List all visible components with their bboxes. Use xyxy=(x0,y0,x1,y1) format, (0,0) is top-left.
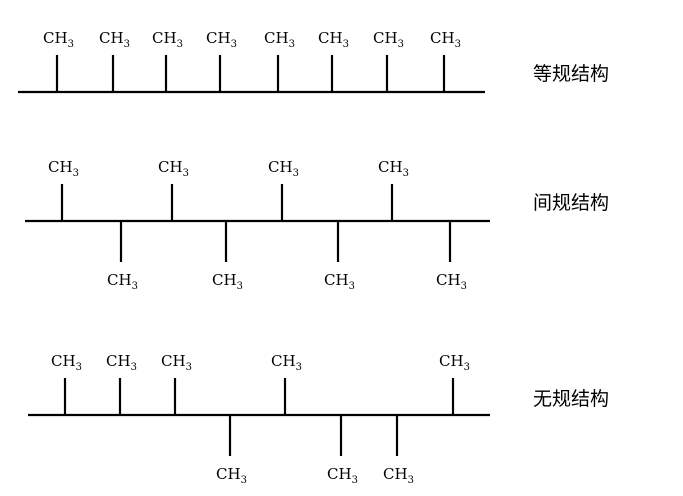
methyl-label: CH3 xyxy=(161,352,192,373)
methyl-substituent: CH3 xyxy=(51,352,82,415)
methyl-label: CH3 xyxy=(99,29,130,50)
methyl-label: CH3 xyxy=(383,465,414,486)
methyl-label: CH3 xyxy=(378,158,409,179)
structure-title: 无规结构 xyxy=(533,388,609,410)
methyl-label: CH3 xyxy=(51,352,82,373)
methyl-substituent: CH3 xyxy=(43,29,74,92)
methyl-substituent: CH3 xyxy=(324,221,355,292)
methyl-substituent: CH3 xyxy=(152,29,183,92)
methyl-substituent: CH3 xyxy=(161,352,192,415)
methyl-label: CH3 xyxy=(436,271,467,292)
methyl-substituent: CH3 xyxy=(106,352,137,415)
methyl-substituent: CH3 xyxy=(99,29,130,92)
methyl-substituent: CH3 xyxy=(439,352,470,415)
methyl-substituent: CH3 xyxy=(373,29,404,92)
methyl-label: CH3 xyxy=(158,158,189,179)
methyl-substituent: CH3 xyxy=(318,29,349,92)
methyl-label: CH3 xyxy=(439,352,470,373)
methyl-substituent: CH3 xyxy=(107,221,138,292)
methyl-substituent: CH3 xyxy=(212,221,243,292)
methyl-substituent: CH3 xyxy=(430,29,461,92)
methyl-label: CH3 xyxy=(206,29,237,50)
methyl-label: CH3 xyxy=(373,29,404,50)
methyl-label: CH3 xyxy=(327,465,358,486)
methyl-label: CH3 xyxy=(152,29,183,50)
methyl-label: CH3 xyxy=(43,29,74,50)
methyl-substituent: CH3 xyxy=(327,415,358,486)
methyl-label: CH3 xyxy=(271,352,302,373)
methyl-substituent: CH3 xyxy=(378,158,409,221)
methyl-substituent: CH3 xyxy=(216,415,247,486)
methyl-substituent: CH3 xyxy=(158,158,189,221)
methyl-label: CH3 xyxy=(216,465,247,486)
methyl-substituent: CH3 xyxy=(206,29,237,92)
methyl-label: CH3 xyxy=(318,29,349,50)
methyl-label: CH3 xyxy=(324,271,355,292)
methyl-substituent: CH3 xyxy=(264,29,295,92)
methyl-label: CH3 xyxy=(264,29,295,50)
structure-title: 间规结构 xyxy=(533,192,609,214)
structure-title: 等规结构 xyxy=(533,63,609,85)
methyl-label: CH3 xyxy=(107,271,138,292)
methyl-label: CH3 xyxy=(106,352,137,373)
methyl-substituent: CH3 xyxy=(48,158,79,221)
methyl-substituent: CH3 xyxy=(268,158,299,221)
methyl-substituent: CH3 xyxy=(383,415,414,486)
isotactic-structure: CH3 CH3 CH3 CH3 CH3 CH3 CH3 CH3 xyxy=(18,29,485,94)
methyl-substituent: CH3 xyxy=(271,352,302,415)
methyl-label: CH3 xyxy=(430,29,461,50)
methyl-substituent: CH3 xyxy=(436,221,467,292)
methyl-label: CH3 xyxy=(212,271,243,292)
methyl-label: CH3 xyxy=(268,158,299,179)
methyl-label: CH3 xyxy=(48,158,79,179)
